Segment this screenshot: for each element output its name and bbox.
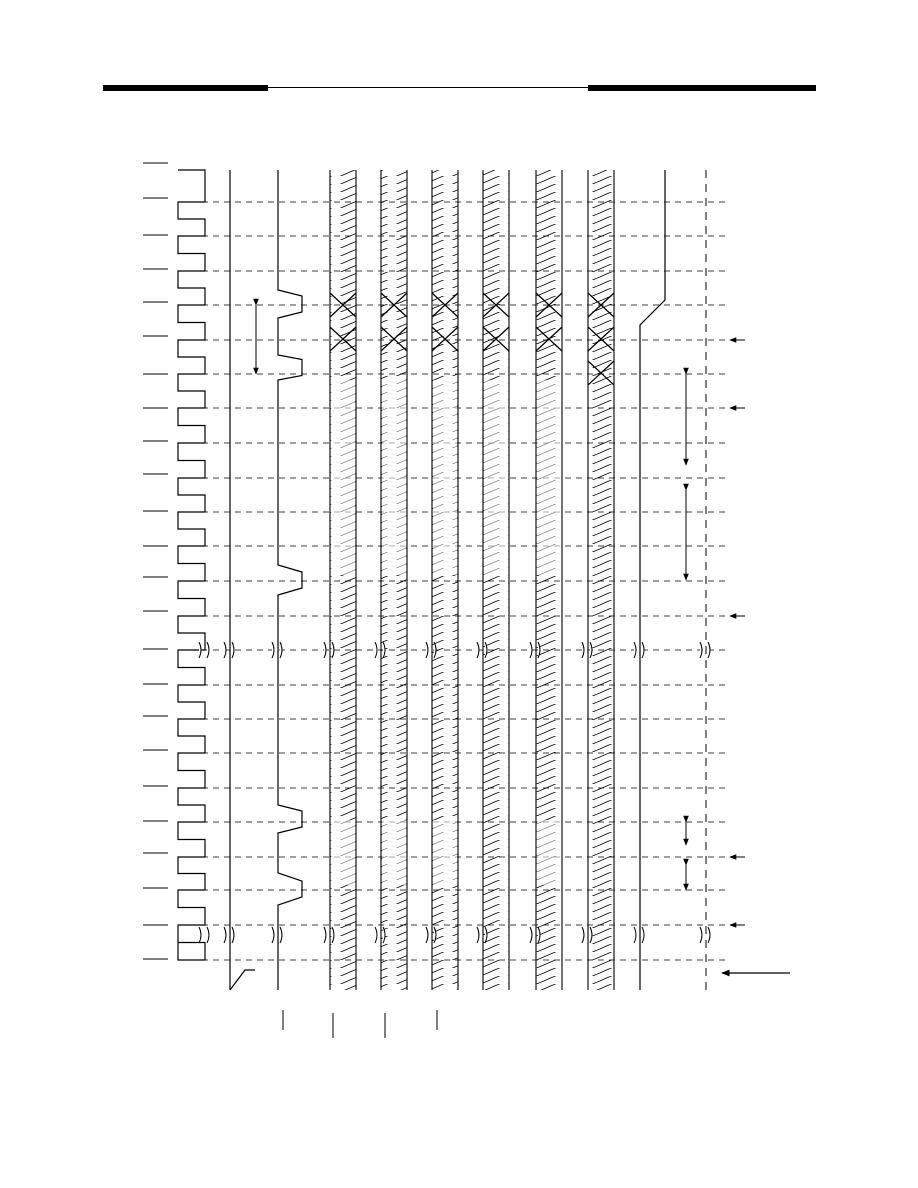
- break-mark-0-0: [198, 641, 210, 659]
- bus-signal-5-window-0: [537, 380, 561, 575]
- bus-signal-2-window-1: [382, 820, 406, 885]
- break-mark-1-10: [699, 926, 711, 944]
- bus-signal-1-crossover: [329, 326, 357, 352]
- clock-waveform: [177, 169, 206, 961]
- bus-signal-2: [380, 170, 408, 990]
- annotation-marks: [198, 298, 790, 1038]
- enable-signal: [639, 170, 666, 990]
- break-mark-0-7: [529, 641, 541, 659]
- break-mark-1-0: [198, 926, 210, 944]
- bus-signal-3-window-1: [433, 820, 457, 885]
- break-mark-0-2: [271, 641, 283, 659]
- bus-signal-5: [535, 170, 563, 990]
- bus-signal-6: [587, 170, 615, 990]
- break-mark-0-5: [425, 641, 437, 659]
- break-mark-0-9: [633, 641, 645, 659]
- signal-traces: [229, 170, 707, 991]
- bus-signal-1-crossover: [329, 292, 357, 318]
- signal-line-1-tail: [229, 969, 255, 991]
- bus-signal-2-crossover: [380, 292, 408, 318]
- bus-signal-1-window-1: [331, 820, 355, 885]
- grid-lines: [143, 162, 728, 961]
- bus-signal-2-crossover: [380, 326, 408, 352]
- header-rule-center: [268, 87, 588, 88]
- break-mark-0-3: [323, 641, 335, 659]
- break-mark-1-1: [223, 926, 235, 944]
- break-mark-1-8: [581, 926, 593, 944]
- break-mark-0-6: [476, 641, 488, 659]
- bus-signal-5-crossover: [535, 292, 563, 318]
- bus-signal-4: [482, 170, 510, 990]
- header-rule-right: [588, 85, 816, 91]
- break-mark-1-9: [633, 926, 645, 944]
- bus-signal-2-window-0: [382, 380, 406, 575]
- bus-signal-6-crossover: [587, 326, 615, 352]
- bus-signal-6-crossover: [587, 360, 615, 386]
- bus-signal-4-crossover: [482, 326, 510, 352]
- break-mark-1-2: [271, 926, 283, 944]
- bus-signal-4-hatch: [483, 170, 509, 990]
- break-mark-1-7: [529, 926, 541, 944]
- break-mark-1-6: [476, 926, 488, 944]
- break-mark-0-10: [699, 641, 711, 659]
- bus-signal-5-window-1: [537, 820, 561, 885]
- break-mark-1-4: [374, 926, 386, 944]
- bus-signal-3: [431, 170, 459, 990]
- strobe-signal: [277, 170, 303, 990]
- clock-signal: [177, 169, 206, 961]
- bus-signal-3-crossover: [431, 292, 459, 318]
- bus-signal-3-crossover: [431, 326, 459, 352]
- break-mark-0-8: [581, 641, 593, 659]
- bus-signal-5-crossover: [535, 326, 563, 352]
- break-mark-0-1: [223, 641, 235, 659]
- bus-signal-6-hatch: [588, 170, 614, 990]
- bus-signal-6-crossover: [587, 292, 615, 318]
- header-rule-left: [103, 85, 268, 91]
- bus-signal-4-window-0: [484, 380, 508, 575]
- bus-signal-4-crossover: [482, 292, 510, 318]
- bus-signal-1: [329, 170, 357, 990]
- bus-signal-1-window-0: [331, 380, 355, 575]
- break-mark-1-3: [323, 926, 335, 944]
- bus-signal-3-window-0: [433, 380, 457, 575]
- break-mark-0-4: [374, 641, 386, 659]
- break-mark-1-5: [425, 926, 437, 944]
